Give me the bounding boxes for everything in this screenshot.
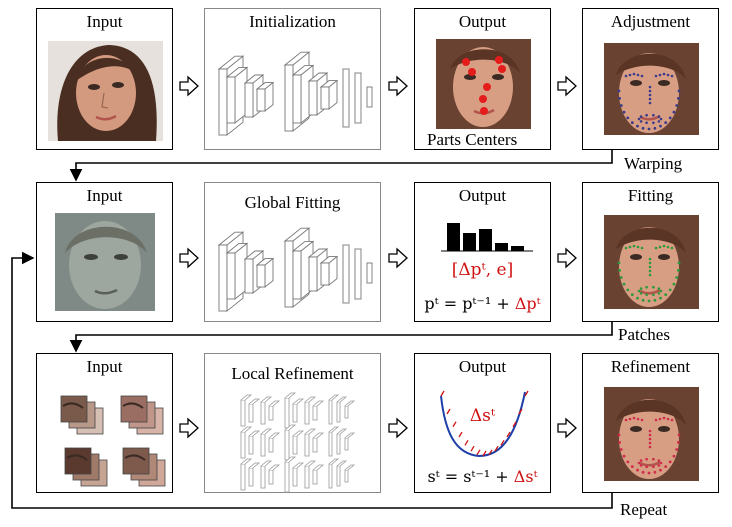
next-arrow-icon [179, 417, 199, 439]
face-photo-icon [604, 387, 699, 481]
p-update-equation: pᵗ = pᵗ⁻¹ + Δpᵗ [424, 294, 541, 313]
row2-output-title: Output [458, 186, 507, 205]
row3-local-title: Local Refinement [231, 364, 354, 383]
repeat-connector [11, 251, 613, 509]
row1-init-title: Initialization [249, 12, 336, 31]
face-photo-icon [55, 213, 155, 311]
face-photo-icon [436, 39, 531, 129]
face-photo-icon [604, 215, 699, 309]
row2-input-title: Input [86, 186, 123, 205]
row1-input-title: Input [86, 12, 123, 31]
next-arrow-icon [388, 75, 408, 97]
row1-adjust-panel: Adjustment [582, 8, 719, 150]
delta-s-label: Δsᵗ [469, 406, 496, 426]
warping-connector [69, 150, 613, 182]
parts-centers-label: Parts Centers [427, 130, 518, 149]
bar [511, 246, 524, 251]
row3-refine-panel: Refinement [582, 353, 719, 493]
bar [479, 229, 492, 251]
row2-global-panel: Global Fitting [204, 182, 381, 322]
row2-output-panel: Output [Δpᵗ, e] pᵗ = pᵗ⁻¹ + Δpᵗ [414, 182, 551, 322]
row3-input-title: Input [86, 357, 123, 376]
row3-output-title: Output [458, 357, 507, 376]
next-arrow-icon [179, 247, 199, 269]
next-arrow-icon [179, 75, 199, 97]
row3-refine-title: Refinement [610, 357, 691, 376]
bar [447, 223, 460, 251]
row1-input-panel: Input [36, 8, 173, 150]
patches-label: Patches [618, 325, 670, 344]
next-arrow-icon [388, 417, 408, 439]
curve-plot-icon [440, 390, 529, 458]
row3-local-panel: Local Refinement [204, 353, 381, 493]
bar [495, 243, 508, 251]
row1-output-title: Output [458, 12, 507, 31]
bar-chart-icon [441, 223, 533, 252]
row3-input-panel: Input [36, 353, 173, 493]
next-arrow-icon [388, 247, 408, 269]
row2-input-panel: Input [36, 182, 173, 322]
row2-fitting-panel: Fitting [582, 182, 719, 322]
row3-output-panel: Output Δsᵗ sᵗ = sᵗ⁻¹ + Δsᵗ [414, 353, 551, 493]
row2-global-title: Global Fitting [244, 193, 341, 212]
face-photo-icon [48, 41, 163, 141]
cnn-network-stack-icon [240, 392, 356, 493]
bar [463, 233, 476, 251]
cnn-network-icon [217, 227, 373, 312]
next-arrow-icon [557, 75, 577, 97]
warping-label: Warping [624, 154, 683, 173]
row1-adjust-title: Adjustment [610, 12, 691, 31]
repeat-label: Repeat [620, 500, 668, 519]
patch-stack-icons [60, 395, 166, 487]
s-update-equation: sᵗ = sᵗ⁻¹ + Δsᵗ [427, 467, 538, 486]
next-arrow-icon [557, 247, 577, 269]
row1-output-panel: Output Parts Centers [414, 8, 551, 150]
row1-init-panel: Initialization [204, 8, 381, 150]
face-photo-icon [604, 43, 699, 135]
next-arrow-icon [557, 417, 577, 439]
delta-p-label: [Δpᵗ, e] [451, 260, 514, 280]
patches-connector [69, 322, 613, 353]
row2-fitting-title: Fitting [627, 186, 674, 205]
cnn-network-icon [217, 51, 373, 136]
